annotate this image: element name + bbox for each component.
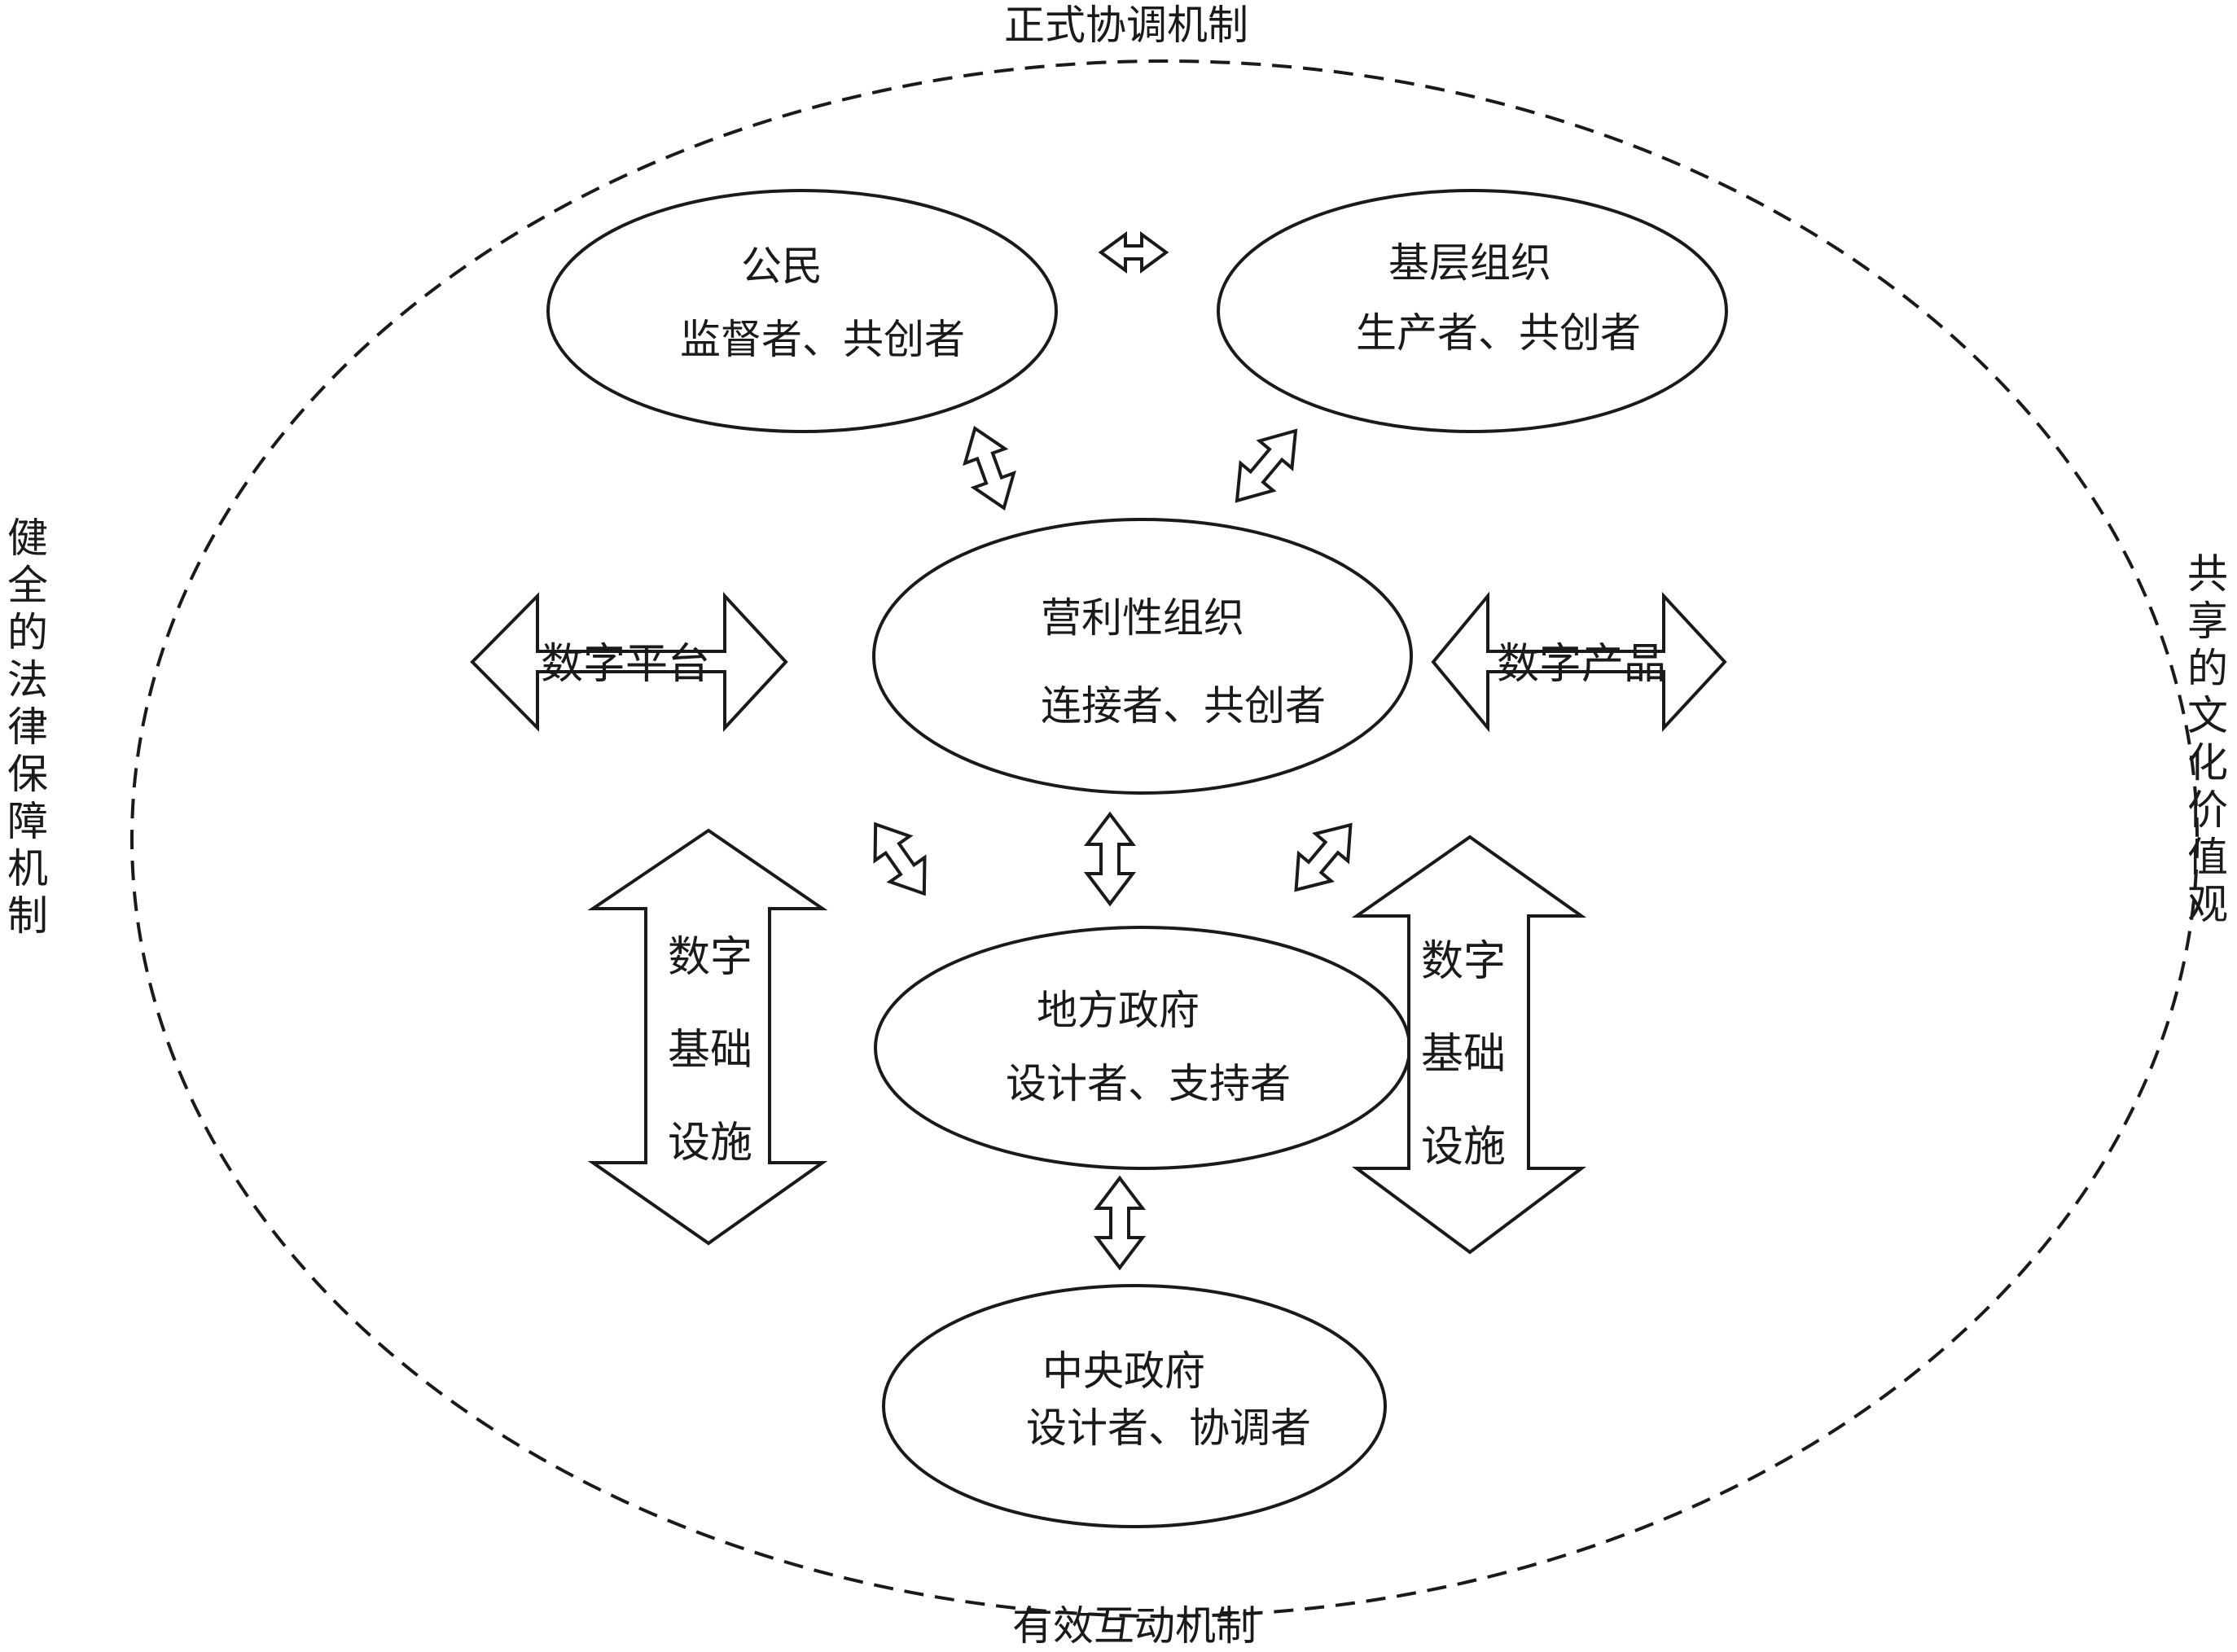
infra-left-label: 数字 基础 设施 [668,936,752,1164]
double-arrow-icon [873,822,927,896]
citizen-ellipse [546,189,1058,433]
mechanism-bottom-label: 有效互动机制 [1012,1602,1257,1650]
forprofit-name: 营利性组织 [1041,594,1244,642]
double-arrow-icon [1093,1175,1147,1271]
mechanism-right-label: 共享的文化价值观 [2187,550,2228,928]
infra-right-line: 数字 [1421,937,1507,986]
mechanism-left-label: 健全的法律保障机制 [7,515,48,940]
local-gov-role: 设计者、支持者 [1006,1060,1291,1107]
digital-product-label: 数字产品 [1497,640,1667,689]
citizen-name: 公民 [741,243,822,290]
infra-left-line: 数字 [668,933,753,982]
double-arrow-icon [1235,428,1298,503]
mechanism-top-label: 正式协调机制 [1004,2,1248,49]
grassroots-name: 基层组织 [1388,239,1551,287]
infra-left-line: 基础 [668,1026,753,1075]
central-gov-role: 设计者、协调者 [1026,1404,1311,1452]
grassroots-role: 生产者、共创者 [1356,309,1641,357]
digital-product-arrow [1431,591,1727,733]
central-gov-name: 中央政府 [1042,1347,1205,1395]
citizen-role: 监督者、共创者 [680,316,965,363]
central-gov-ellipse [882,1284,1387,1528]
infra-left-arrow [587,828,828,1246]
outer-boundary [130,59,2199,1618]
infra-right-line: 设施 [1421,1123,1507,1172]
double-arrow-icon [1294,822,1353,892]
infra-right-label: 数字 基础 设施 [1421,940,1506,1168]
local-gov-ellipse [874,926,1411,1170]
grassroots-ellipse [1217,189,1728,433]
forprofit-ellipse [872,518,1413,795]
digital-platform-arrow [470,591,788,733]
double-arrow-icon [1083,811,1137,907]
infra-right-arrow [1351,835,1587,1255]
double-arrow-icon [1098,231,1169,274]
infra-right-line: 基础 [1421,1030,1507,1079]
digital-platform-label: 数字平台 [541,640,711,689]
infra-left-line: 设施 [668,1119,753,1168]
local-gov-name: 地方政府 [1037,987,1200,1034]
double-arrow-icon [963,425,1016,511]
forprofit-role: 连接者、共创者 [1041,682,1326,730]
